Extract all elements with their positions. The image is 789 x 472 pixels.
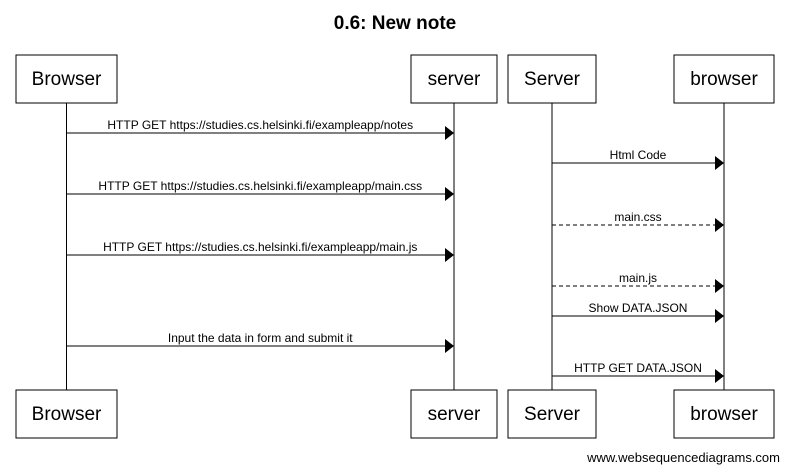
actor-box bbox=[15, 54, 118, 104]
message-label: HTTP GET https://studies.cs.helsinki.fi/… bbox=[103, 240, 417, 254]
diagram-title: 0.6: New note bbox=[334, 13, 456, 34]
message-1: Html Code bbox=[552, 148, 724, 170]
arrow-head-icon bbox=[445, 339, 454, 353]
message-0: HTTP GET https://studies.cs.helsinki.fi/… bbox=[66, 118, 454, 140]
actor-box bbox=[410, 389, 498, 439]
message-2: HTTP GET https://studies.cs.helsinki.fi/… bbox=[66, 179, 454, 201]
messages: HTTP GET https://studies.cs.helsinki.fi/… bbox=[66, 118, 724, 383]
message-label: Show DATA.JSON bbox=[589, 301, 688, 315]
message-label: Input the data in form and submit it bbox=[168, 331, 353, 345]
actor-top-server_right: Server bbox=[507, 54, 597, 104]
message-6: Show DATA.JSON bbox=[552, 301, 724, 323]
message-3: main.css bbox=[552, 210, 724, 232]
actor-box bbox=[507, 54, 597, 104]
actor-label: Browser bbox=[32, 69, 102, 90]
message-4: HTTP GET https://studies.cs.helsinki.fi/… bbox=[66, 240, 454, 262]
actor-label: Browser bbox=[32, 404, 102, 425]
actor-box bbox=[673, 389, 775, 439]
actor-label: Server bbox=[524, 69, 581, 90]
arrow-head-icon bbox=[715, 279, 724, 293]
actor-bottom-server_left: server bbox=[410, 389, 498, 439]
message-7: Input the data in form and submit it bbox=[66, 331, 454, 353]
actors-bottom: Browser server Server browser bbox=[15, 389, 775, 439]
actors-top: Browser server Server browser bbox=[15, 54, 775, 104]
arrow-head-icon bbox=[715, 156, 724, 170]
actor-label: browser bbox=[690, 404, 758, 425]
arrow-head-icon bbox=[715, 369, 724, 383]
arrow-head-icon bbox=[445, 126, 454, 140]
actor-bottom-browser_right: browser bbox=[673, 389, 775, 439]
message-label: HTTP GET DATA.JSON bbox=[574, 361, 702, 375]
message-label: main.css bbox=[614, 210, 661, 224]
actor-label: server bbox=[428, 69, 481, 90]
message-8: HTTP GET DATA.JSON bbox=[552, 361, 724, 383]
actor-bottom-browser_left: Browser bbox=[15, 389, 118, 439]
actor-top-server_left: server bbox=[410, 54, 498, 104]
actor-box bbox=[507, 389, 597, 439]
message-label: main.js bbox=[619, 271, 657, 285]
arrow-head-icon bbox=[715, 309, 724, 323]
actor-label: server bbox=[428, 404, 481, 425]
message-label: Html Code bbox=[610, 148, 667, 162]
message-label: HTTP GET https://studies.cs.helsinki.fi/… bbox=[107, 118, 413, 132]
actor-top-browser_left: Browser bbox=[15, 54, 118, 104]
actor-top-browser_right: browser bbox=[673, 54, 775, 104]
message-label: HTTP GET https://studies.cs.helsinki.fi/… bbox=[98, 179, 422, 193]
actor-box bbox=[673, 54, 775, 104]
actor-label: browser bbox=[690, 69, 758, 90]
arrow-head-icon bbox=[445, 248, 454, 262]
credit-text: www.websequencediagrams.com bbox=[586, 450, 780, 465]
arrow-head-icon bbox=[445, 187, 454, 201]
arrow-head-icon bbox=[715, 218, 724, 232]
message-5: main.js bbox=[552, 271, 724, 293]
actor-label: Server bbox=[524, 404, 581, 425]
actor-bottom-server_right: Server bbox=[507, 389, 597, 439]
lifelines bbox=[66, 103, 725, 390]
actor-box bbox=[15, 389, 118, 439]
actor-box bbox=[410, 54, 498, 104]
